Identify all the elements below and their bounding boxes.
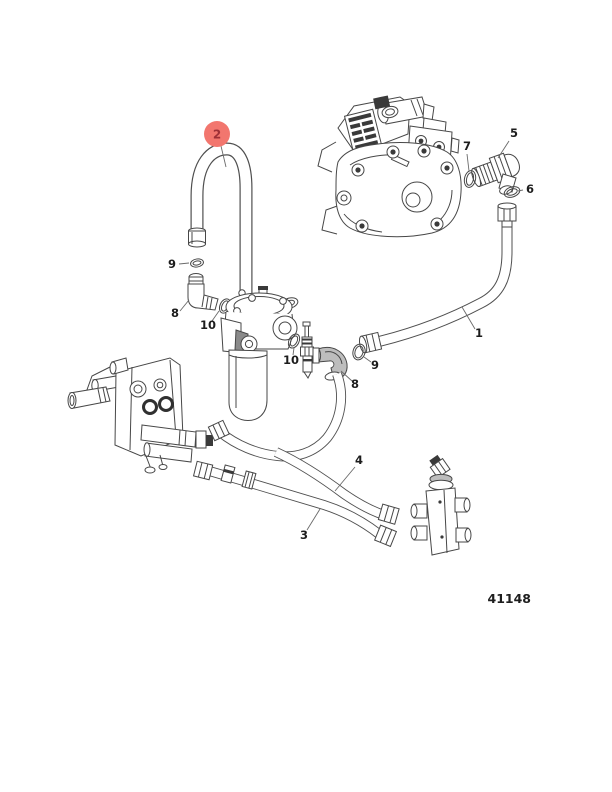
callout-8-left[interactable]: 8 (171, 299, 190, 320)
hose-1-drawing (358, 202, 517, 354)
callout-1[interactable]: 1 (461, 306, 483, 340)
callout-2-circle[interactable] (204, 121, 230, 147)
hose-4-drawing (273, 447, 400, 525)
callout-8-left-label[interactable]: 8 (171, 306, 179, 320)
callout-3[interactable]: 3 (300, 508, 321, 542)
inline-fitting-10-drawing (300, 321, 314, 379)
callout-6-label[interactable]: 6 (526, 182, 534, 196)
filter-loop-hose-drawing (207, 372, 347, 462)
o-ring-7-drawing (463, 170, 477, 188)
control-valve-drawing (67, 357, 213, 474)
callout-9-left-label[interactable]: 9 (168, 257, 176, 271)
callout-9-right[interactable]: 9 (363, 356, 379, 372)
callout-10-left-label[interactable]: 10 (200, 318, 216, 332)
callout-2-label[interactable]: 2 (213, 128, 221, 142)
elbow-fitting-5-drawing (471, 152, 520, 195)
callout-1-label[interactable]: 1 (475, 326, 483, 340)
callout-6[interactable]: 6 (517, 182, 534, 196)
bottom-valve-drawing (410, 454, 472, 556)
callout-10-left[interactable]: 10 (200, 310, 220, 332)
elbow-fitting-8-left-drawing (187, 273, 219, 311)
oil-filter-assembly-drawing (220, 286, 299, 422)
hose-2-drawing (188, 142, 253, 299)
callout-5-label[interactable]: 5 (510, 126, 518, 140)
callout-10-right-label[interactable]: 10 (283, 353, 299, 367)
callout-9-left[interactable]: 9 (168, 257, 190, 271)
o-ring-10-right-drawing (287, 333, 301, 349)
o-ring-6-drawing (503, 186, 521, 198)
callout-4-label[interactable]: 4 (355, 453, 363, 467)
callout-8-right-label[interactable]: 8 (351, 377, 359, 391)
callout-8-right[interactable]: 8 (340, 370, 359, 391)
callout-9-right-label[interactable]: 9 (371, 358, 379, 372)
callout-2-highlight[interactable]: 2 (204, 121, 230, 168)
callout-7-label[interactable]: 7 (463, 139, 471, 153)
o-ring-9-right-drawing (352, 343, 366, 361)
drawing-number: 41148 (488, 591, 532, 606)
o-ring-9-left-drawing (190, 258, 204, 268)
callout-3-label[interactable]: 3 (300, 528, 308, 542)
hydraulic-pump-drawing (317, 95, 462, 238)
callout-4[interactable]: 4 (334, 453, 363, 492)
callout-5[interactable]: 5 (497, 126, 518, 159)
callout-10-right[interactable]: 10 (283, 347, 299, 367)
hose-3-drawing (192, 460, 398, 548)
callout-7[interactable]: 7 (463, 139, 471, 172)
